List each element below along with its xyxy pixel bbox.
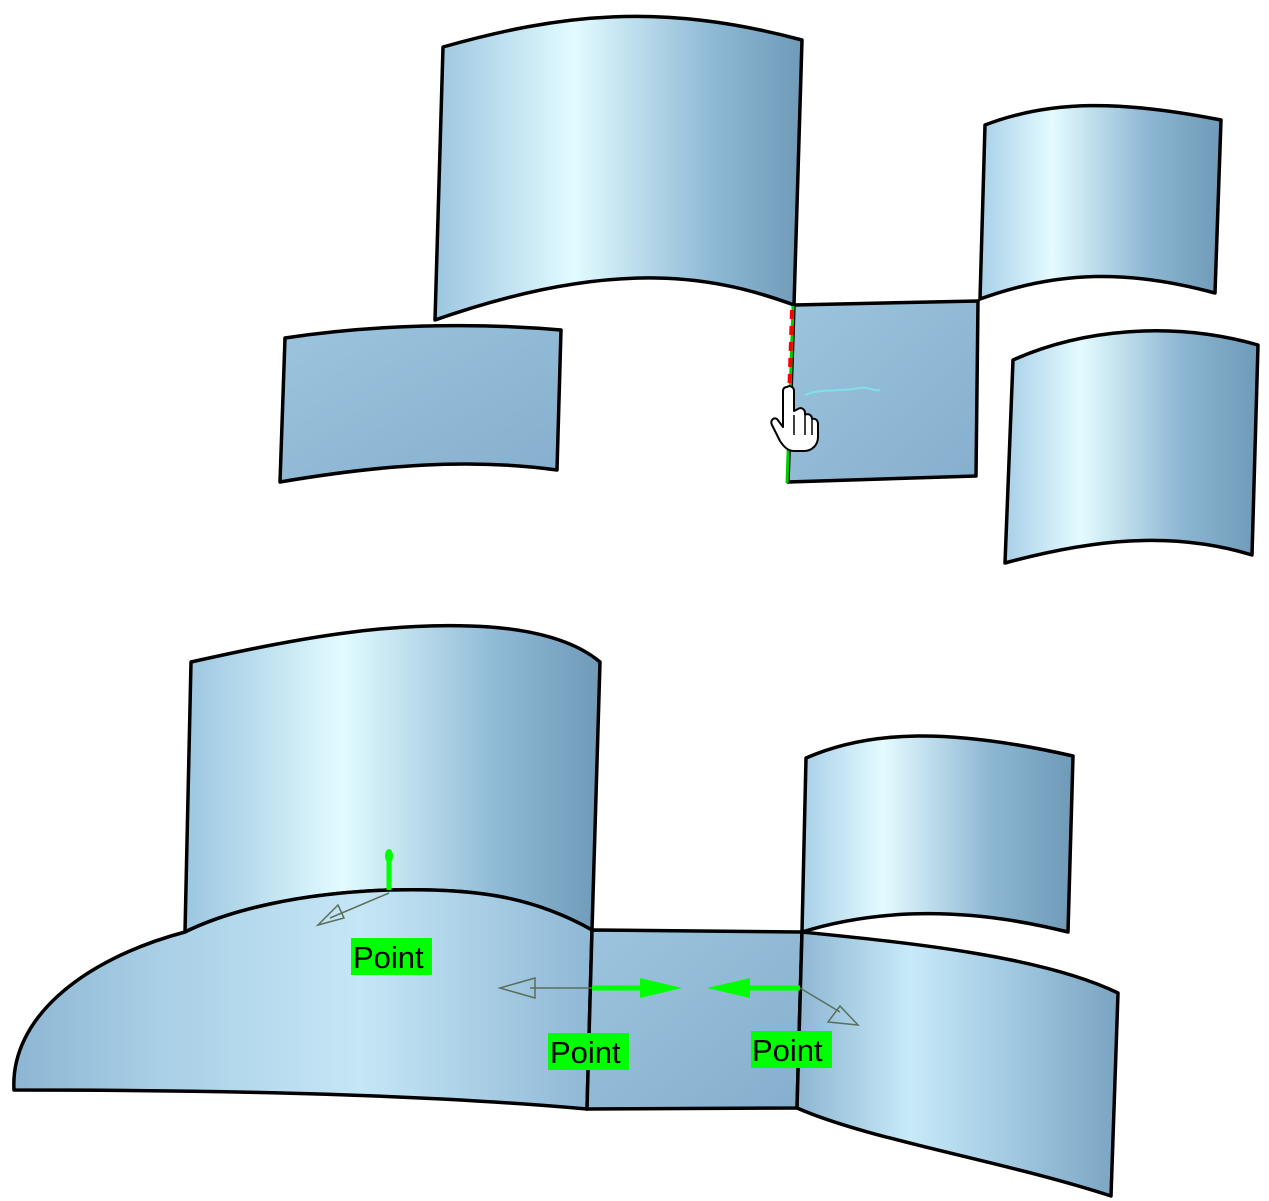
surface-top-right-result[interactable] xyxy=(800,734,1075,934)
svg-text:Point: Point xyxy=(550,1035,621,1070)
surface-center-patch-result[interactable] xyxy=(585,928,804,1111)
blend-surface-left[interactable] xyxy=(12,887,594,1111)
hand-pointer-icon xyxy=(770,385,819,452)
surface-top-left-large-result[interactable] xyxy=(183,623,602,934)
point-label-1[interactable]: Point xyxy=(351,938,432,975)
point-manipulator-center-left[interactable] xyxy=(497,977,682,999)
point-manipulator-center-right[interactable] xyxy=(707,978,860,1026)
surface-top-right[interactable] xyxy=(978,103,1223,301)
point-manipulator-left[interactable] xyxy=(315,849,393,927)
blend-surface-right[interactable] xyxy=(795,930,1120,1198)
surface-top-left-large[interactable] xyxy=(433,14,804,322)
point-label-2[interactable]: Point xyxy=(548,1033,629,1070)
bottom-view: Point Point Point xyxy=(12,623,1120,1198)
svg-text:Point: Point xyxy=(353,940,424,975)
surface-left-small[interactable] xyxy=(278,323,563,484)
surface-right-lower[interactable] xyxy=(1003,329,1260,565)
svg-text:Point: Point xyxy=(752,1033,823,1068)
point-label-3[interactable]: Point xyxy=(751,1031,832,1068)
preview-trace xyxy=(804,386,881,396)
top-view xyxy=(278,14,1260,565)
